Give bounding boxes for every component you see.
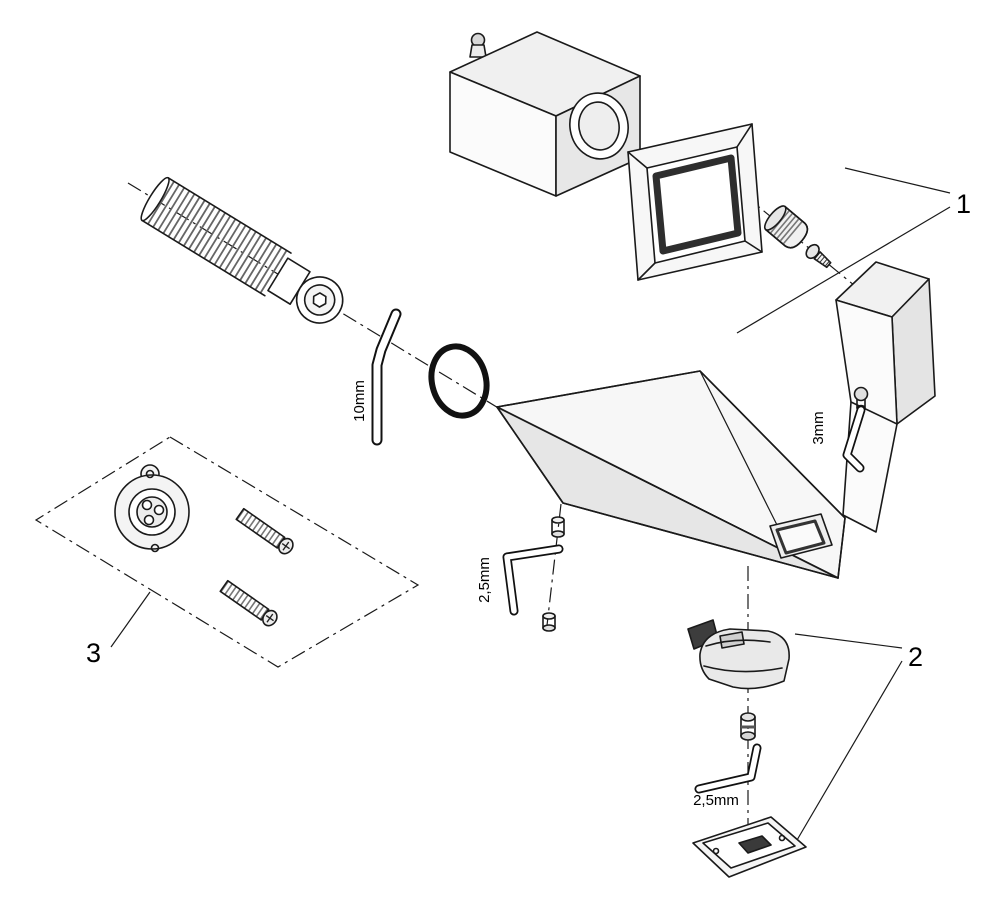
handle-cap-knob	[763, 205, 809, 249]
o-ring-seal	[428, 343, 490, 419]
knob-end-face	[763, 205, 787, 231]
flange-port-2	[153, 504, 165, 516]
screw-threads	[816, 253, 830, 267]
mounting-screw-1	[235, 507, 294, 555]
escutcheon-plate	[627, 123, 763, 281]
axis-escutcheon-to-handle	[741, 192, 873, 301]
flow-straightener	[687, 619, 790, 690]
escutcheon-corner-lines	[627, 123, 763, 281]
group-3-label: 3	[86, 638, 101, 668]
spout-outline	[496, 370, 846, 579]
hex-key-2-5mm-upper	[502, 544, 564, 616]
handle-window-inner	[775, 519, 826, 555]
flange-tab-hole	[145, 469, 155, 479]
leader-group-3	[110, 591, 151, 648]
leader-group-1-lower	[736, 206, 951, 334]
hex-key-2-5mm-lower-label: 2,5mm	[693, 792, 739, 809]
phillips-slot	[265, 613, 274, 623]
flange-port-1	[141, 499, 153, 511]
phillips-slot	[281, 541, 290, 551]
flow-straightener-insert	[719, 631, 745, 649]
mounting-flange	[114, 464, 190, 553]
flow-straightener-body	[699, 628, 790, 690]
spout-handle-lever	[835, 261, 936, 533]
cap-screw	[805, 243, 832, 269]
group-1-label: 1	[956, 189, 971, 219]
screw-threads	[220, 580, 269, 621]
base-plate-slot	[738, 835, 772, 854]
hex-key-10mm-label: 10mm	[351, 380, 368, 422]
escutcheon-seal-ring	[652, 154, 742, 255]
plate-hole-left	[712, 847, 720, 855]
handle-front-face	[835, 299, 898, 533]
valve-outlet-port	[569, 92, 629, 160]
hose-end-face	[140, 176, 170, 222]
group-3-plane	[34, 436, 420, 668]
set-screw-upper	[551, 516, 565, 538]
spout-body	[496, 370, 846, 579]
axis-upper-set-screws	[545, 503, 562, 635]
leader-group-1-upper	[844, 167, 951, 194]
leader-group-2-upper	[794, 633, 903, 649]
concealed-valve-body	[449, 31, 641, 197]
flow-straightener-lines	[703, 639, 783, 673]
mounting-screw-2	[219, 579, 278, 627]
base-plate	[692, 816, 807, 878]
plate-hole-right	[778, 834, 786, 842]
vent-valve-stem	[469, 44, 487, 58]
group-2-label: 2	[908, 642, 923, 672]
hex-key-3mm	[842, 405, 866, 473]
screw-threads	[236, 508, 285, 549]
spout-top-edge	[699, 370, 779, 528]
hex-key-2-5mm-upper-label: 2,5mm	[476, 557, 493, 603]
hex-key-2-5mm-lower	[694, 743, 762, 794]
supply-hose	[140, 176, 344, 324]
flange-bottom-hole	[150, 543, 160, 553]
aerator-screw	[740, 712, 756, 741]
flange-port-3	[143, 514, 155, 526]
leader-group-2-lower	[789, 660, 903, 853]
hex-key-10mm	[371, 308, 402, 446]
hex-socket	[312, 292, 327, 308]
hex-key-3mm-label: 3mm	[810, 411, 827, 444]
set-screw-lower	[542, 612, 556, 632]
leader-lines	[110, 167, 951, 853]
